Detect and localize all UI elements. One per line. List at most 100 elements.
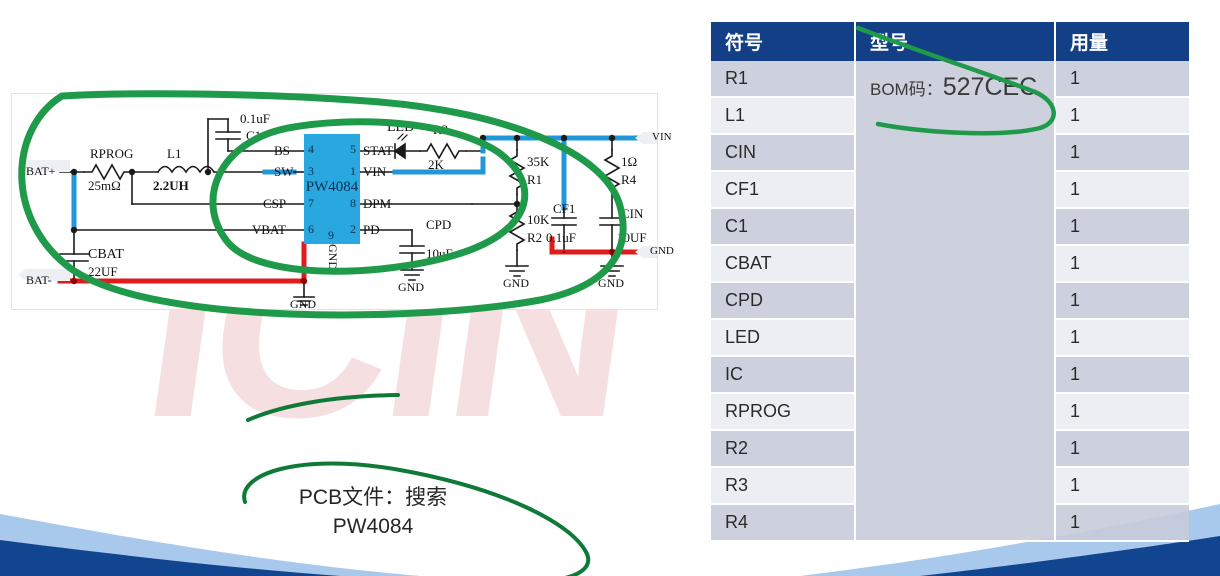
bom-cell-symbol: R1 (711, 61, 856, 98)
bom-code-prefix: BOM码： (870, 80, 943, 99)
label-gnd-r2: GND (503, 276, 529, 290)
bom-table-header-row: 符号 型号 用量 (711, 22, 1189, 61)
label-r1-ref: R1 (527, 172, 543, 187)
pin-num-8: 8 (350, 196, 356, 210)
table-row: CIN 1 (711, 134, 1189, 172)
bom-table-body: R1 BOM码：527CEC 1 L1 1 CIN 1 CF1 1 C1 1 (711, 61, 1189, 542)
label-gnd-cin: GND (598, 276, 624, 290)
label-r1-value: 35K (527, 154, 550, 169)
bom-header-model: 型号 (855, 22, 1056, 61)
bom-cell-qty: 1 (1055, 97, 1189, 135)
table-row: LED 1 (711, 319, 1189, 357)
label-gnd-cpd: GND (398, 280, 424, 294)
label-r2-ref: R2 (527, 230, 543, 245)
bom-header-qty: 用量 (1055, 22, 1189, 61)
port-label-batminus: BAT- (26, 273, 52, 287)
pcb-file-note: PCB文件：搜索 PW4084 (268, 483, 478, 541)
bom-cell-qty: 1 (1055, 430, 1189, 468)
label-r3-value: 2K (428, 157, 444, 172)
pin-num-7: 7 (308, 196, 314, 210)
label-r4-value: 1Ω (621, 154, 638, 169)
bom-cell-symbol: CIN (711, 134, 856, 172)
bom-cell-symbol: L1 (711, 97, 856, 135)
table-row: R1 BOM码：527CEC 1 (711, 61, 1189, 542)
pin-label-csp: CSP (263, 196, 287, 211)
bom-cell-qty: 1 (1055, 61, 1189, 98)
pin-num-3: 3 (308, 164, 314, 178)
bom-cell-qty: 1 (1055, 171, 1189, 209)
bom-table: 符号 型号 用量 R1 BOM码：527CEC 1 L1 1 CIN 1 (711, 22, 1189, 542)
pin-num-5: 5 (350, 142, 356, 156)
label-cf1-ref: CF1 (553, 201, 576, 216)
table-row: CF1 1 (711, 171, 1189, 209)
bom-cell-qty: 1 (1055, 319, 1189, 357)
bom-cell-model-note: BOM码：527CEC (855, 61, 1056, 542)
bom-header-symbol: 符号 (711, 22, 856, 61)
table-row: R3 1 (711, 467, 1189, 505)
bom-cell-symbol: IC (711, 356, 856, 394)
pin-num-1: 1 (350, 164, 356, 178)
pin-label-gnd-ic: GND (326, 244, 340, 270)
port-label-gnd: GND (650, 245, 674, 257)
pin-label-vin: VIN (363, 164, 387, 179)
bom-cell-qty: 1 (1055, 245, 1189, 283)
label-cpd-ref: CPD (426, 217, 452, 232)
pin-num-9: 9 (328, 228, 334, 242)
label-l1-value: 2.2UH (153, 178, 189, 193)
label-cin-ref: CIN (621, 206, 644, 221)
bom-cell-symbol: CF1 (711, 171, 856, 209)
table-row: R2 1 (711, 430, 1189, 468)
table-row: IC 1 (711, 356, 1189, 394)
bom-cell-qty: 1 (1055, 356, 1189, 394)
bom-cell-symbol: CBAT (711, 245, 856, 283)
bom-cell-symbol: RPROG (711, 393, 856, 431)
pcb-note-line2: PW4084 (332, 515, 414, 538)
label-gnd-ic-bottom: GND (290, 297, 316, 311)
bom-cell-symbol: R4 (711, 504, 856, 542)
bom-cell-qty: 1 (1055, 208, 1189, 246)
pin-label-vbat: VBAT (252, 222, 286, 237)
label-r3-ref: R3 (433, 122, 449, 137)
label-cpd-value: 10uF (426, 246, 453, 261)
bom-cell-qty: 1 (1055, 504, 1189, 542)
pin-num-6: 6 (308, 222, 314, 236)
bom-cell-qty: 1 (1055, 282, 1189, 320)
pin-label-bs: BS (274, 143, 290, 158)
bom-cell-symbol: LED (711, 319, 856, 357)
table-row: RPROG 1 (711, 393, 1189, 431)
bom-cell-qty: 1 (1055, 134, 1189, 172)
label-cf1-value: 0.1uF (546, 230, 576, 245)
port-label-batplus: BAT+ (26, 164, 56, 178)
label-c1-ref: C1 (246, 128, 262, 143)
bom-cell-symbol: R3 (711, 467, 856, 505)
table-row: L1 1 (711, 97, 1189, 135)
label-ic-name: PW4084 (305, 179, 359, 195)
table-row: CBAT 1 (711, 245, 1189, 283)
label-cbat-ref: CBAT (88, 247, 124, 262)
label-r4-ref: R4 (621, 172, 637, 187)
label-c1-value: 0.1uF (240, 111, 270, 126)
pin-label-pd: PD (363, 222, 380, 237)
label-l1-ref: L1 (167, 146, 182, 161)
bom-code-text: BOM码：527CEC (870, 73, 1037, 101)
port-label-vin: VIN (652, 131, 672, 143)
label-r2-value: 10K (527, 212, 550, 227)
bom-cell-symbol: CPD (711, 282, 856, 320)
bom-code-value: 527CEC (942, 73, 1038, 101)
bom-cell-symbol: C1 (711, 208, 856, 246)
pin-label-stat: STAT (363, 143, 394, 158)
pin-label-sw: SW (274, 164, 294, 179)
label-cbat-value: 22UF (88, 264, 118, 279)
bom-cell-qty: 1 (1055, 393, 1189, 431)
pin-num-2: 2 (350, 222, 356, 236)
pcb-note-line1: PCB文件：搜索 (298, 486, 448, 509)
label-led-ref: LED (387, 120, 415, 135)
pin-num-4: 4 (308, 142, 314, 156)
table-row: C1 1 (711, 208, 1189, 246)
schematic-panel: BAT+ BAT- VIN GND RPROG 25mΩ L1 2.2UH CB… (11, 93, 674, 311)
label-rprog-value: 25mΩ (88, 178, 121, 193)
pin-label-dpm: DPM (363, 196, 392, 211)
bom-cell-symbol: R2 (711, 430, 856, 468)
label-rprog-ref: RPROG (90, 146, 134, 161)
